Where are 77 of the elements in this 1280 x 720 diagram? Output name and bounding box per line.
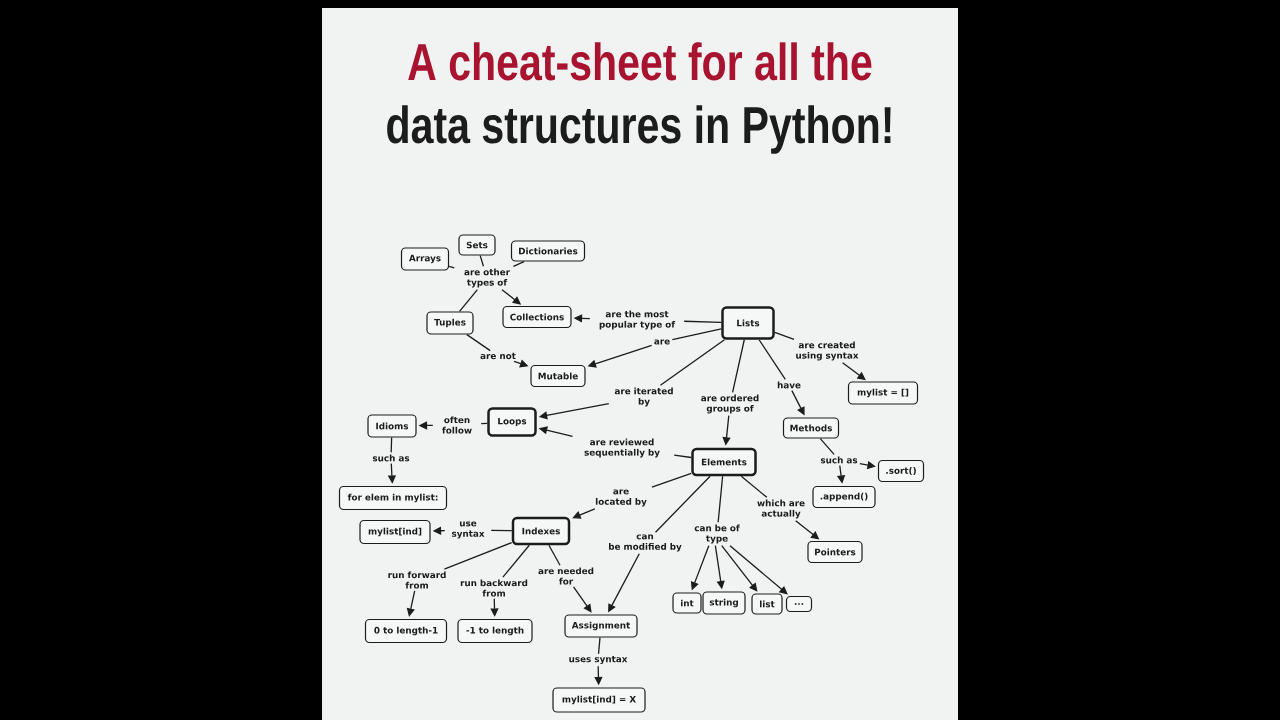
title: data structures in Python! [387, 105, 891, 154]
concept-box: Idioms [367, 414, 417, 438]
concept-box: for elem in mylist: [338, 485, 448, 511]
concept-box: Indexes [511, 516, 571, 546]
concept-box: Dictionaries [510, 240, 586, 262]
connector-line [480, 422, 488, 425]
concept-box: 0 to length-1 [364, 618, 448, 644]
connector-line [502, 544, 530, 578]
connector-line [597, 636, 601, 655]
linking-phrase: run forward from [388, 571, 446, 589]
linking-phrase: such as [372, 454, 410, 462]
connector-line [654, 475, 711, 533]
linking-phrase: are ordered groups of [701, 394, 759, 414]
concept-box: .append() [812, 485, 876, 509]
linking-phrase: are needed for [538, 567, 594, 585]
concept-box: Arrays [400, 247, 450, 271]
concept-box: Tuples [426, 311, 474, 335]
title: A cheat-sheet for all the [408, 42, 872, 81]
linking-phrase: have [777, 381, 801, 389]
arrow [721, 545, 758, 592]
connector-line [490, 529, 513, 532]
linking-phrase: are not [480, 352, 516, 360]
linking-phrase: are located by [595, 489, 647, 507]
linking-phrase: are [654, 339, 670, 345]
concept-box: mylist = [] [847, 381, 919, 405]
concept-box: Collections [502, 305, 572, 329]
connector-line [774, 331, 795, 340]
connector-line [390, 436, 393, 454]
linking-phrase: run backward from [460, 579, 528, 597]
linking-phrase: use syntax [451, 521, 485, 539]
linking-phrase: often follow [442, 416, 472, 434]
linking-phrase: are reviewed sequentially by [584, 438, 660, 458]
concept-box: int [672, 592, 702, 614]
concept-box: mylist[ind] [359, 519, 431, 545]
concept-box: ... [785, 595, 813, 613]
concept-box: list [751, 593, 783, 615]
linking-phrase: are the most popular type of [599, 310, 676, 330]
concept-box: Pointers [807, 540, 863, 564]
connector-line [512, 260, 525, 267]
arrow [572, 586, 592, 613]
connector-line [651, 472, 692, 488]
connector-line [819, 437, 835, 456]
linking-phrase: such as [820, 456, 858, 464]
concept-box: .sort() [877, 459, 925, 483]
arrow [572, 508, 596, 519]
connector-line [731, 339, 745, 393]
connector-line [673, 454, 692, 459]
concept-box: Mutable [530, 364, 586, 388]
connector-line [443, 541, 513, 570]
linking-phrase: uses syntax [569, 655, 628, 665]
concept-box: Loops [487, 407, 537, 437]
connector-line [479, 254, 485, 267]
linking-phrase: are iterated by [614, 387, 673, 407]
connector-line [758, 339, 786, 381]
concept-box: -1 to length [457, 618, 533, 644]
concept-box: Sets [458, 234, 496, 256]
connector-line [717, 475, 724, 523]
linking-phrase: are other types of [464, 268, 510, 288]
connector-line [466, 333, 491, 352]
connector-line [740, 475, 768, 498]
connector-line [683, 320, 722, 323]
linking-phrase: which are actually [757, 499, 805, 519]
concept-box: Elements [691, 447, 757, 477]
concept-box: Assignment [564, 614, 638, 638]
connector-line [548, 544, 561, 566]
connector-line [448, 265, 455, 269]
linking-phrase: can be modified by [609, 534, 682, 552]
concept-box: Lists [721, 306, 775, 340]
concept-box: Methods [782, 417, 840, 439]
concept-box: mylist[ind] = X [552, 687, 646, 713]
connector-line [458, 289, 479, 313]
concept-box: string [702, 591, 746, 615]
arrow [729, 545, 788, 595]
connector-line [671, 328, 722, 341]
linking-phrase: are created using syntax [796, 341, 859, 361]
linking-phrase: can be of type [694, 524, 740, 544]
connector-line [659, 339, 726, 386]
